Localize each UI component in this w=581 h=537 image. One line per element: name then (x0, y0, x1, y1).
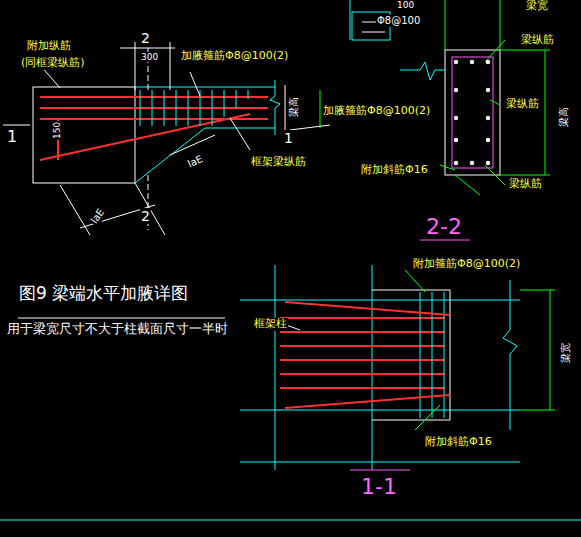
drawing-label: 梁宽 (560, 342, 572, 364)
drawing-label: 150 (52, 121, 62, 140)
drawing-label: 2 (140, 208, 151, 224)
drawing-label: 300 (140, 52, 159, 62)
rebar-stroke (152, 90, 153, 126)
figure-title: 图9 梁端水平加腋详图 (18, 284, 189, 304)
drawing-label: 梁高 (288, 96, 300, 118)
rebar-dot (454, 116, 458, 120)
rebar-stroke (212, 90, 213, 126)
rebar-dot (486, 161, 490, 165)
rebar-dot (470, 161, 474, 165)
drawing-label: 梁纵筋 (505, 98, 540, 111)
drawing-label: 1-1 (360, 474, 398, 499)
rebar-stroke (432, 292, 433, 418)
drawing-label: (同框梁纵筋) (20, 57, 86, 70)
drawing-label: laE (88, 206, 107, 227)
drawing-label: 2 (140, 30, 151, 46)
drawing-label: 框架柱 (253, 318, 288, 331)
rebar-dot (470, 60, 474, 64)
rebar-stroke (224, 90, 225, 117)
rebar-stroke (444, 292, 445, 418)
drawing-label: 梁纵筋 (508, 178, 543, 191)
drawing-label: 梁宽 (525, 0, 549, 13)
drawing-label: laE (185, 153, 205, 171)
rebar-stroke (164, 90, 165, 126)
drawing-label: 框架梁纵筋 (250, 156, 307, 169)
drawing-label: 梁纵筋 (520, 34, 555, 47)
drawing-label: Φ8@100 (376, 15, 421, 27)
drawing-label: 1 (6, 128, 18, 146)
rebar-dot (454, 88, 458, 92)
drawing-label: 加腋箍筋Φ8@100(2) (322, 105, 431, 118)
drawing-label: 附加箍筋Φ8@100(2) (412, 258, 521, 271)
rebar-dot (454, 138, 458, 142)
rebar-stroke (188, 90, 189, 126)
rebar-dot (454, 60, 458, 64)
rebar-stroke (420, 292, 421, 418)
rebar-dot (486, 88, 490, 92)
figure-caption: 用于梁宽尺寸不大于柱截面尺寸一半时 (6, 322, 229, 337)
rebar-stroke (140, 90, 141, 126)
drawing-label: 加腋箍筋Φ8@100(2) (180, 50, 289, 63)
drawing-label: 附加斜筋Φ16 (360, 164, 429, 177)
rebar-dot (454, 161, 458, 165)
rebar-dot (486, 60, 490, 64)
rebar-stroke (248, 90, 249, 99)
rebar-dot (486, 116, 490, 120)
column-outline (33, 87, 135, 183)
drawing-label: 附加斜筋Φ16 (424, 436, 493, 449)
drawing-label: 100 (396, 0, 415, 10)
drawing-label: 2-2 (425, 214, 463, 239)
drawing-label: 梁高 (558, 106, 570, 128)
drawing-label: 1 (283, 130, 294, 146)
rebar-dot (486, 138, 490, 142)
rebar-stroke (236, 90, 237, 108)
drawing-label: 附加纵筋 (26, 40, 72, 53)
rebar-stroke (176, 90, 177, 126)
